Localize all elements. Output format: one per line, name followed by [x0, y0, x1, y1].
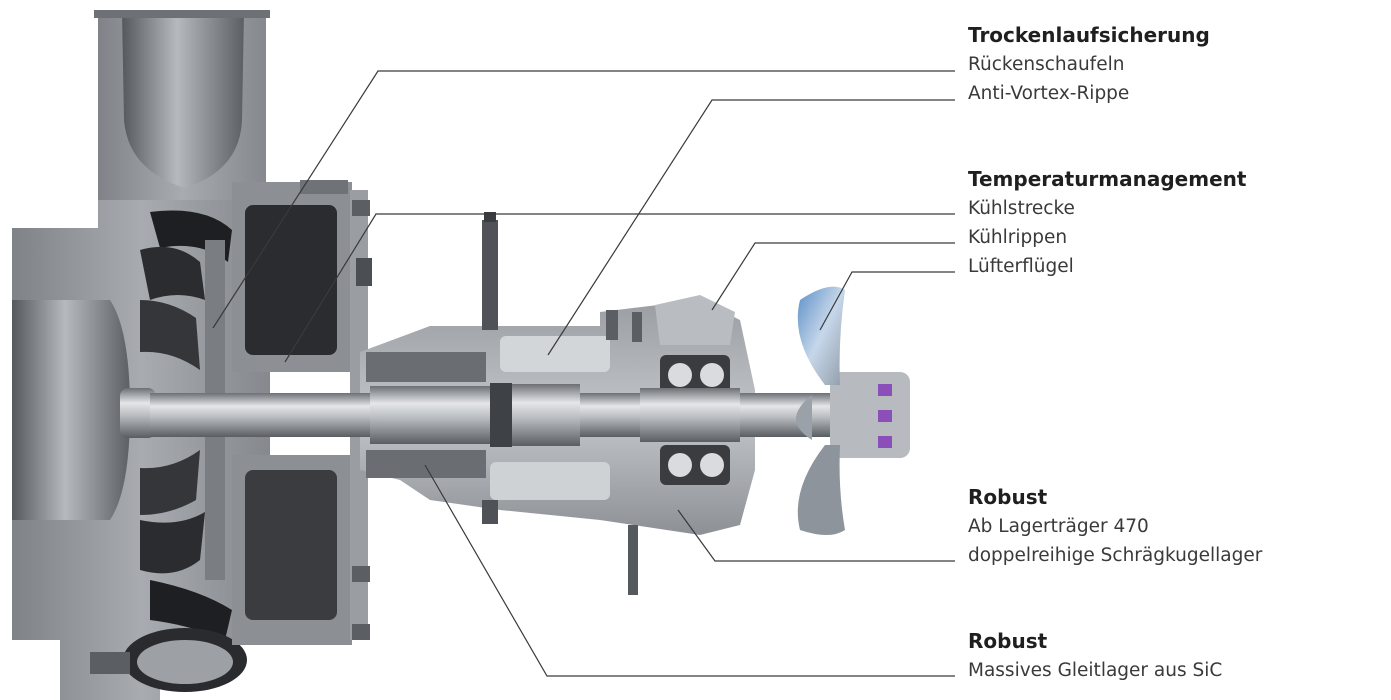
- callout-item: Ab Lagerträger 470: [968, 516, 1149, 537]
- leader-anti-vortex-rippe: [547, 99, 955, 356]
- callout-heading: Trockenlaufsicherung: [968, 23, 1210, 47]
- casing-cover: [90, 180, 372, 674]
- leader-rueckenschaufeln: [212, 70, 955, 329]
- shaft: [120, 383, 850, 447]
- callout-item: Massives Gleitlager aus SiC: [968, 660, 1223, 681]
- leader-lines: [212, 70, 955, 677]
- callout-robust-gleitlager: Robust Massives Gleitlager aus SiC: [968, 626, 1222, 685]
- cooling-fan: [796, 286, 910, 535]
- callout-robust-bearings: Robust Ab Lagerträger 470 doppelreihige …: [968, 482, 1262, 570]
- volute-casing: [12, 200, 270, 700]
- leader-luefterflugel: [819, 271, 955, 331]
- callout-item: Kühlstrecke: [968, 198, 1075, 219]
- leader-kuehlrippen: [711, 242, 955, 311]
- callout-heading: Robust: [968, 629, 1048, 653]
- callout-heading: Temperaturmanagement: [968, 167, 1247, 191]
- discharge-nozzle: [94, 10, 270, 202]
- callout-heading: Robust: [968, 485, 1048, 509]
- callout-item: doppelreihige Schrägkugellager: [968, 545, 1263, 566]
- callout-trockenlaufsicherung: Trockenlaufsicherung Rückenschaufeln Ant…: [968, 20, 1210, 108]
- leader-gleitlager: [424, 464, 955, 677]
- callout-item: Rückenschaufeln: [968, 54, 1125, 75]
- callout-temperaturmanagement: Temperaturmanagement Kühlstrecke Kühlrip…: [968, 164, 1246, 281]
- callout-item: Anti-Vortex-Rippe: [968, 83, 1130, 104]
- callout-item: Lüfterflügel: [968, 256, 1074, 277]
- leader-kuehlstrecke: [284, 213, 955, 363]
- leader-schraegkugellager: [677, 509, 955, 562]
- callout-item: Kühlrippen: [968, 227, 1068, 248]
